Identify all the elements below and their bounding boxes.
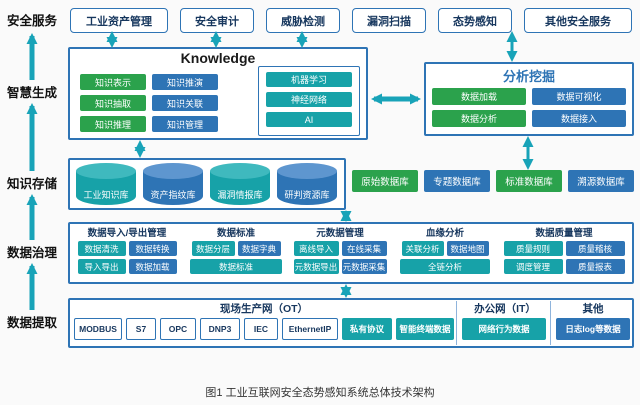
database-box: 溯源数据库	[568, 170, 634, 192]
governance-item: 数据分层	[191, 241, 235, 256]
governance-group-items: 离线导入 在线采集 元数据导出 元数据采集	[290, 241, 390, 274]
figure-caption: 图1 工业互联网安全态势感知系统总体技术架构	[205, 387, 435, 399]
analysis-item: 数据接入	[532, 110, 626, 127]
repository-cylinder: 工业知识库	[76, 163, 136, 205]
service-box-asset-management: 工业资产管理	[70, 8, 168, 33]
governance-item: 元数据导出	[293, 259, 339, 274]
governance-item: 质量规则	[503, 241, 563, 256]
database-box: 专题数据库	[424, 170, 490, 192]
knowledge-item: 知识抽取	[80, 95, 146, 111]
repository-label: 工业知识库	[83, 190, 129, 200]
database-box: 原始数据库	[352, 170, 418, 192]
section-divider	[456, 301, 457, 345]
stage-label-knowledge-storage: 知识存储	[6, 177, 57, 191]
governance-group-items: 数据分层 数据字典 数据标准	[188, 241, 284, 274]
knowledge-item: 知识关联	[152, 95, 218, 111]
protocol-box-opc: OPC	[160, 318, 196, 340]
governance-group-lineage: 血缘分析 关联分析 数据地图 全链分析	[398, 226, 492, 280]
knowledge-title: Knowledge	[180, 50, 256, 66]
governance-group-import-export: 数据导入/导出管理 数据清洗 数据转换 导入导出 数据加载	[74, 226, 180, 280]
repository-label: 研判资源库	[284, 190, 330, 200]
protocol-box-smart-terminal: 智能终端数据	[396, 318, 454, 340]
governance-item: 全链分析	[400, 259, 490, 274]
service-box-other-services: 其他安全服务	[524, 8, 632, 33]
ml-item: 神经网络	[266, 92, 352, 107]
analysis-title: 分析挖掘	[502, 69, 555, 84]
protocol-box-network-behavior: 网络行为数据	[462, 318, 546, 340]
knowledge-item: 知识管理	[152, 116, 218, 132]
knowledge-item: 知识推理	[80, 116, 146, 132]
protocol-box-iec: IEC	[244, 318, 278, 340]
analysis-item: 数据分析	[432, 110, 526, 127]
governance-item: 离线导入	[293, 241, 339, 256]
knowledge-item: 知识表示	[80, 74, 146, 90]
protocol-box-modbus: MODBUS	[74, 318, 122, 340]
governance-group-data-standard: 数据标准 数据分层 数据字典 数据标准	[188, 226, 284, 280]
analysis-item: 数据可视化	[532, 88, 626, 105]
service-box-security-audit: 安全审计	[180, 8, 254, 33]
analysis-item: 数据加载	[432, 88, 526, 105]
governance-group-title: 数据导入/导出管理	[87, 228, 167, 239]
governance-group-title: 血缘分析	[425, 228, 464, 239]
governance-group-items: 质量规则 质量稽核 调度管理 质量报表	[500, 241, 628, 274]
repository-cylinder: 研判资源库	[277, 163, 337, 205]
protocol-box-log-data: 日志log等数据	[556, 318, 630, 340]
repository-cylinder: 漏洞情报库	[210, 163, 270, 205]
stage-label-data-governance: 数据治理	[6, 246, 57, 260]
governance-group-title: 数据标准	[216, 228, 255, 239]
governance-group-title: 元数据管理	[316, 228, 364, 239]
protocol-box-s7: S7	[126, 318, 156, 340]
governance-item: 数据字典	[237, 241, 281, 256]
database-box: 标准数据库	[496, 170, 562, 192]
section-divider	[550, 301, 551, 345]
protocol-box-ethernetip: EthernetIP	[282, 318, 338, 340]
extraction-section-ot-title: 现场生产网（OT）	[219, 303, 309, 315]
governance-item: 质量稽核	[565, 241, 625, 256]
governance-item: 数据转换	[128, 241, 177, 256]
extraction-section-other-title: 其他	[582, 303, 604, 315]
service-box-situation-aware: 态势感知	[438, 8, 512, 33]
stage-label-security-services: 安全服务	[6, 14, 57, 28]
governance-group-items: 关联分析 数据地图 全链分析	[398, 241, 492, 274]
governance-item: 元数据采集	[341, 259, 387, 274]
repository-cylinder: 资产指纹库	[143, 163, 203, 205]
governance-item: 数据标准	[190, 259, 282, 274]
ml-item: AI	[266, 112, 352, 127]
service-box-threat-detection: 威胁检测	[266, 8, 340, 33]
governance-group-quality: 数据质量管理 质量规则 质量稽核 调度管理 质量报表	[500, 226, 628, 280]
service-box-vuln-scan: 漏洞扫描	[352, 8, 426, 33]
governance-item: 关联分析	[401, 241, 444, 256]
governance-item: 数据加载	[128, 259, 177, 274]
governance-item: 数据清洗	[77, 241, 126, 256]
governance-item: 质量报表	[565, 259, 625, 274]
knowledge-item: 知识推演	[152, 74, 218, 90]
repository-label: 漏洞情报库	[217, 190, 263, 200]
governance-item: 调度管理	[503, 259, 563, 274]
governance-group-metadata: 元数据管理 离线导入 在线采集 元数据导出 元数据采集	[290, 226, 390, 280]
stage-label-wisdom-generation: 智慧生成	[6, 86, 57, 100]
ml-item: 机器学习	[266, 72, 352, 87]
governance-item: 在线采集	[341, 241, 387, 256]
governance-item: 数据地图	[446, 241, 489, 256]
protocol-box-private-protocol: 私有协议	[342, 318, 392, 340]
governance-group-items: 数据清洗 数据转换 导入导出 数据加载	[74, 241, 180, 274]
stage-label-data-extraction: 数据提取	[6, 316, 57, 330]
protocol-box-dnp3: DNP3	[200, 318, 240, 340]
repository-label: 资产指纹库	[150, 190, 196, 200]
extraction-section-it-title: 办公网（IT）	[474, 303, 536, 315]
governance-item: 导入导出	[77, 259, 126, 274]
governance-group-title: 数据质量管理	[535, 228, 593, 239]
